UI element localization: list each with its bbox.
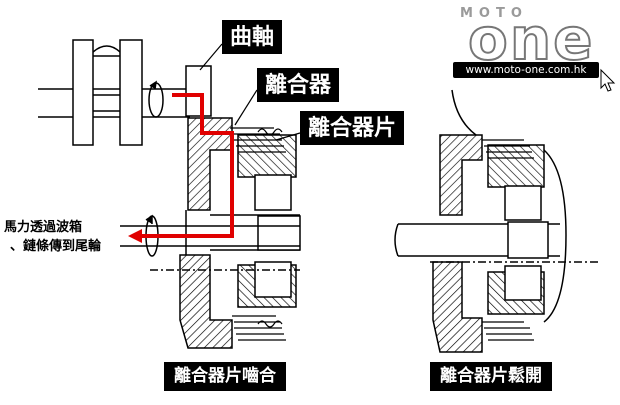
logo-small-text: MOTO xyxy=(460,6,528,21)
clutch-plates-label: 離合器片 xyxy=(300,111,405,145)
engaged-caption: 離合器片嚙合 xyxy=(164,362,286,391)
power-note-line2: 、鏈條傳到尾輪 xyxy=(10,239,102,254)
mouse-pointer-icon xyxy=(600,68,616,92)
clutch-plates-left xyxy=(230,127,286,341)
power-note-line1: 馬力透過波箱 xyxy=(4,220,83,235)
clutch-housing-left xyxy=(179,117,301,349)
crankshaft-drawing xyxy=(38,39,212,146)
released-drawing xyxy=(394,89,600,353)
logo-big-text: one xyxy=(467,5,595,73)
leader-lines xyxy=(199,43,301,141)
engaged-drawing xyxy=(38,39,301,349)
power-arrow-head xyxy=(128,229,142,243)
released-caption: 離合器片鬆開 xyxy=(430,362,552,391)
power-path xyxy=(140,93,234,238)
logo-url[interactable]: www.moto-one.com.hk xyxy=(453,62,599,78)
power-path-line xyxy=(140,93,234,238)
clutch-label: 離合器 xyxy=(257,68,340,102)
crankshaft-label: 曲軸 xyxy=(222,20,283,54)
